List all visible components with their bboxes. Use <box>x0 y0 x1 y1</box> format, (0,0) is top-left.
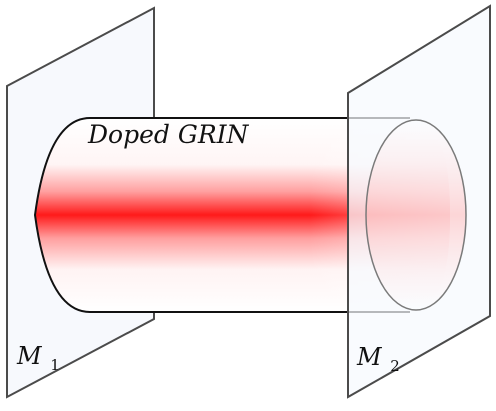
fiber-label: Doped GRIN <box>87 120 250 149</box>
fiber-left-cap <box>33 117 91 313</box>
fiber-end-face <box>365 119 467 311</box>
mirror-label-m2-main: M <box>356 343 383 371</box>
mirror-label-m1-main: M <box>16 342 43 370</box>
mirror-label-m2-subscript: 2 <box>390 357 400 375</box>
mirror-label-m1-subscript: 1 <box>50 356 60 374</box>
mirror-label-m1: M 1 <box>16 342 60 374</box>
mirror-label-m2: M 2 <box>356 343 400 375</box>
